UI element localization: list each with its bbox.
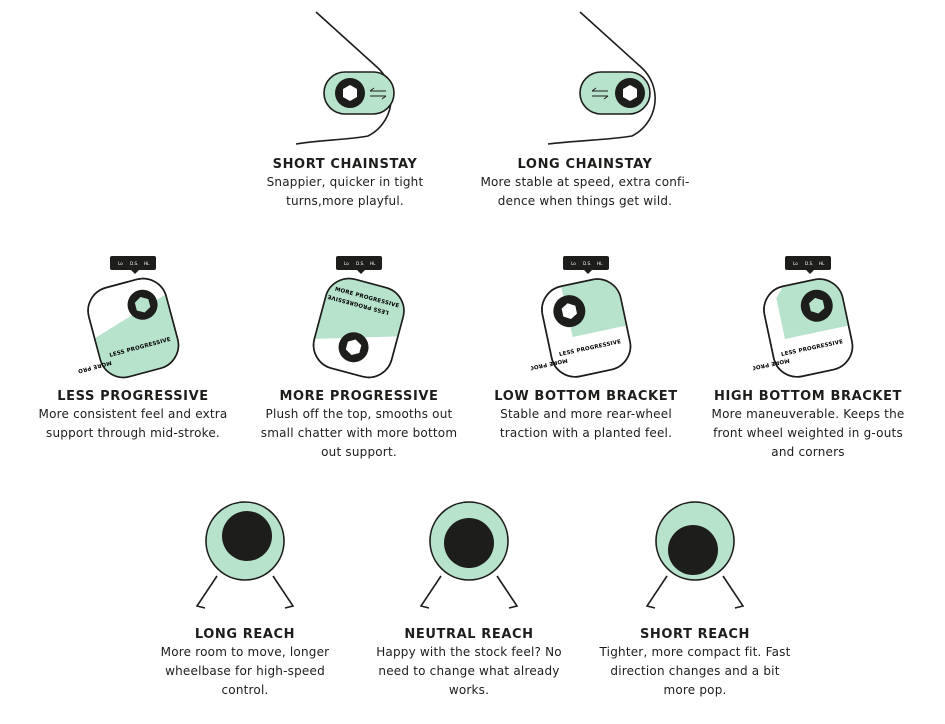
svg-text:Lo: Lo: [793, 261, 798, 266]
chainstay-desc: More stable at speed, extra confi- dence…: [480, 175, 690, 208]
long-reach-headset-icon: [195, 501, 295, 609]
reach-title: LONG REACH: [194, 627, 296, 642]
low-bottom-bracket-option: Lo D.S. HL LESS PROGRESSIVE MORE PROGRES…: [476, 252, 696, 443]
long-reach-option: LONG REACH More room to move, longer whe…: [148, 496, 342, 700]
reach-desc: Tighter, more compact fit. Fast directio…: [599, 645, 791, 697]
reach-title: NEUTRAL REACH: [404, 627, 534, 642]
svg-text:D.S.: D.S.: [805, 261, 814, 266]
chainstay-title: LONG CHAINSTAY: [517, 157, 653, 172]
flip-chip-low-bb-icon: Lo D.S. HL LESS PROGRESSIVE MORE PROGRES…: [531, 256, 632, 378]
svg-text:Lo: Lo: [571, 261, 576, 266]
svg-text:D.S.: D.S.: [130, 261, 139, 266]
chainstay-title: SHORT CHAINSTAY: [272, 157, 418, 172]
short-chainstay-icon: [295, 11, 395, 145]
svg-text:HL: HL: [597, 261, 603, 266]
less-progressive-option: Lo D.S. HL LESS PROGRESSIVE MORE PROGRES…: [24, 252, 242, 443]
flip-chip-more-progressive-icon: Lo D.S. HL MORE PROGRESSIVE LESS PROGRES…: [312, 256, 405, 379]
reach-desc: More room to move, longer wheelbase for …: [160, 645, 330, 697]
svg-text:HL: HL: [370, 261, 376, 266]
flip-chip-title: LESS PROGRESSIVE: [57, 389, 209, 404]
flip-chip-title: HIGH BOTTOM BRACKET: [713, 389, 903, 404]
svg-text:Lo: Lo: [344, 261, 349, 266]
flip-chip-desc: Stable and more rear-wheel traction with…: [499, 407, 673, 440]
high-bottom-bracket-option: Lo D.S. HL LESS PROGRESSIVE MORE PROGRES…: [700, 252, 916, 462]
flip-chip-desc: Plush off the top, smooths out small cha…: [260, 407, 458, 459]
svg-text:D.S.: D.S.: [583, 261, 592, 266]
long-chainstay-icon: [547, 11, 656, 145]
neutral-reach-option: NEUTRAL REACH Happy with the stock feel?…: [364, 496, 574, 700]
short-reach-option: SHORT REACH Tighter, more compact fit. F…: [590, 496, 800, 700]
reach-title: SHORT REACH: [639, 627, 751, 642]
long-chainstay-option: LONG CHAINSTAY More stable at speed, ext…: [470, 10, 700, 211]
svg-text:HL: HL: [819, 261, 825, 266]
flip-chip-high-bb-icon: Lo D.S. HL LESS PROGRESSIVE MORE PROGRES…: [753, 256, 854, 378]
short-reach-headset-icon: [645, 501, 745, 609]
flip-chip-less-progressive-icon: Lo D.S. HL LESS PROGRESSIVE MORE PROGRES…: [78, 256, 180, 382]
short-chainstay-option: SHORT CHAINSTAY Snappier, quicker in tig…: [258, 10, 432, 211]
svg-text:D.S.: D.S.: [356, 261, 365, 266]
flip-chip-title: LOW BOTTOM BRACKET: [494, 389, 678, 404]
flip-chip-title: MORE PROGRESSIVE: [279, 389, 439, 404]
flip-chip-desc: More consistent feel and extra support t…: [38, 407, 228, 440]
more-progressive-option: Lo D.S. HL MORE PROGRESSIVE LESS PROGRES…: [248, 252, 470, 462]
flip-chip-desc: More maneuverable. Keeps the front wheel…: [711, 407, 905, 459]
reach-desc: Happy with the stock feel? No need to ch…: [376, 645, 562, 697]
neutral-reach-headset-icon: [419, 501, 519, 609]
svg-text:Lo: Lo: [118, 261, 123, 266]
svg-text:HL: HL: [144, 261, 150, 266]
chainstay-desc: Snappier, quicker in tight turns,more pl…: [266, 175, 424, 208]
